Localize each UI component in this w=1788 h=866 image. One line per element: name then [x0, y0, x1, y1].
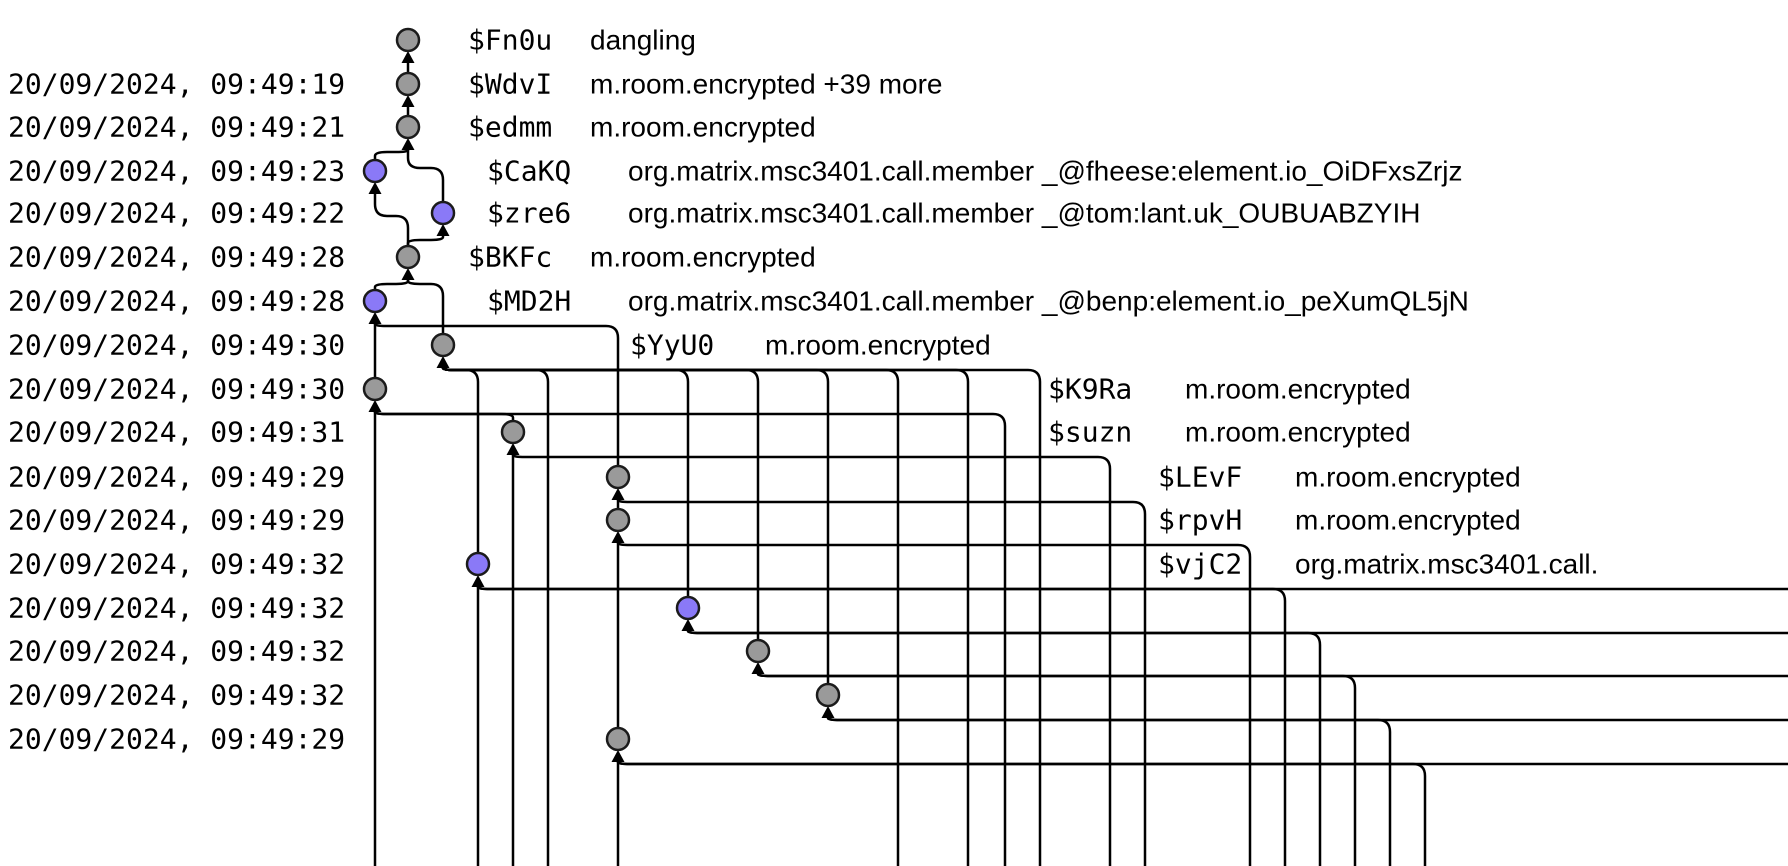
dag-edge: [406, 278, 445, 334]
event-node-gray[interactable]: [395, 27, 421, 53]
timestamp-label: 20/09/2024, 09:49:28: [8, 241, 345, 274]
dag-edge: [476, 585, 1287, 866]
timestamp-label: 20/09/2024, 09:49:32: [8, 635, 345, 668]
event-id-label[interactable]: $CaKQ: [487, 155, 571, 188]
event-id-label[interactable]: $rpvH: [1158, 504, 1242, 537]
edge-arrowhead-icon: [401, 138, 415, 150]
event-type-label: m.room.encrypted: [1295, 505, 1521, 536]
edge-arrowhead-icon: [611, 488, 625, 500]
event-id-label[interactable]: $MD2H: [487, 285, 571, 318]
event-node-gray[interactable]: [500, 419, 526, 445]
dag-edge: [686, 629, 1788, 635]
event-node-gray[interactable]: [605, 507, 631, 533]
event-type-label: org.matrix.msc3401.call.member _@fheese:…: [628, 156, 1462, 187]
event-node-gray[interactable]: [362, 376, 388, 402]
event-id-label[interactable]: $WdvI: [468, 68, 552, 101]
dag-edge: [616, 760, 1788, 766]
event-node-gray[interactable]: [605, 464, 631, 490]
edge-arrowhead-icon: [401, 51, 415, 63]
event-id-label[interactable]: $vjC2: [1158, 548, 1242, 581]
edge-arrowhead-icon: [368, 182, 382, 194]
timestamp-label: 20/09/2024, 09:49:23: [8, 155, 345, 188]
event-node-gray[interactable]: [815, 682, 841, 708]
edge-arrowhead-icon: [681, 619, 695, 631]
dag-edge: [511, 453, 1112, 866]
dag-edge: [441, 366, 970, 866]
event-type-label: m.room.encrypted: [765, 330, 991, 361]
dag-edge: [441, 366, 550, 866]
dag-edge: [476, 585, 1788, 591]
event-id-label[interactable]: $Fn0u: [468, 24, 552, 57]
edge-arrowhead-icon: [611, 531, 625, 543]
dag-edge: [373, 192, 410, 246]
edge-arrowhead-icon: [436, 356, 450, 368]
timestamp-label: 20/09/2024, 09:49:32: [8, 548, 345, 581]
dag-edge: [826, 716, 1788, 722]
timestamp-label: 20/09/2024, 09:49:32: [8, 679, 345, 712]
timestamp-label: 20/09/2024, 09:49:29: [8, 504, 345, 537]
edge-arrowhead-icon: [436, 224, 450, 236]
event-id-label[interactable]: $zre6: [487, 197, 571, 230]
dag-edge: [441, 366, 1042, 866]
event-node-purple[interactable]: [362, 288, 388, 314]
event-type-label: m.room.encrypted: [590, 112, 816, 143]
dag-edge: [756, 672, 1357, 866]
timestamp-label: 20/09/2024, 09:49:30: [8, 329, 345, 362]
dag-edge: [373, 322, 620, 466]
event-node-purple[interactable]: [675, 595, 701, 621]
dag-edge: [616, 541, 1252, 866]
dag-edge: [616, 760, 1427, 866]
event-node-gray[interactable]: [395, 71, 421, 97]
event-type-label: dangling: [590, 25, 696, 56]
event-node-gray[interactable]: [605, 726, 631, 752]
dag-edge: [406, 148, 445, 202]
edge-arrowhead-icon: [368, 400, 382, 412]
event-node-gray[interactable]: [395, 244, 421, 270]
event-id-label[interactable]: $YyU0: [630, 329, 714, 362]
event-type-label: m.room.encrypted: [590, 242, 816, 273]
timestamp-label: 20/09/2024, 09:49:28: [8, 285, 345, 318]
event-node-gray[interactable]: [745, 638, 771, 664]
timestamp-label: 20/09/2024, 09:49:22: [8, 197, 345, 230]
event-type-label: org.matrix.msc3401.call.: [1295, 549, 1598, 580]
edge-arrowhead-icon: [751, 662, 765, 674]
edge-arrowhead-icon: [368, 312, 382, 324]
event-node-gray[interactable]: [430, 332, 456, 358]
timestamp-label: 20/09/2024, 09:49:32: [8, 592, 345, 625]
dag-edge: [616, 498, 1147, 866]
timestamp-label: 20/09/2024, 09:49:21: [8, 111, 345, 144]
event-type-label: org.matrix.msc3401.call.member _@tom:lan…: [628, 198, 1420, 229]
dag-edge: [406, 234, 445, 246]
dag-edge: [373, 410, 515, 421]
dag-edge: [756, 672, 1788, 678]
event-node-purple[interactable]: [465, 551, 491, 577]
edge-arrowhead-icon: [611, 750, 625, 762]
event-id-label[interactable]: $suzn: [1048, 416, 1132, 449]
timestamp-label: 20/09/2024, 09:49:30: [8, 373, 345, 406]
edge-arrowhead-icon: [401, 268, 415, 280]
timestamp-label: 20/09/2024, 09:49:29: [8, 461, 345, 494]
dag-edge: [441, 366, 480, 553]
event-type-label: m.room.encrypted: [1185, 417, 1411, 448]
event-node-purple[interactable]: [362, 158, 388, 184]
edge-arrowhead-icon: [471, 575, 485, 587]
event-node-purple[interactable]: [430, 200, 456, 226]
timestamp-label: 20/09/2024, 09:49:29: [8, 723, 345, 756]
edge-arrowhead-icon: [821, 706, 835, 718]
event-type-label: m.room.encrypted +39 more: [590, 69, 943, 100]
event-id-label[interactable]: $K9Ra: [1048, 373, 1132, 406]
event-type-label: m.room.encrypted: [1295, 462, 1521, 493]
event-id-label[interactable]: $LEvF: [1158, 461, 1242, 494]
timestamp-label: 20/09/2024, 09:49:19: [8, 68, 345, 101]
edge-arrowhead-icon: [401, 95, 415, 107]
event-node-gray[interactable]: [395, 114, 421, 140]
event-type-label: m.room.encrypted: [1185, 374, 1411, 405]
event-type-label: org.matrix.msc3401.call.member _@benp:el…: [628, 286, 1469, 317]
edge-arrowhead-icon: [506, 443, 520, 455]
dag-edge: [373, 410, 1007, 866]
event-id-label[interactable]: $edmm: [468, 111, 552, 144]
timestamp-label: 20/09/2024, 09:49:31: [8, 416, 345, 449]
event-id-label[interactable]: $BKFc: [468, 241, 552, 274]
